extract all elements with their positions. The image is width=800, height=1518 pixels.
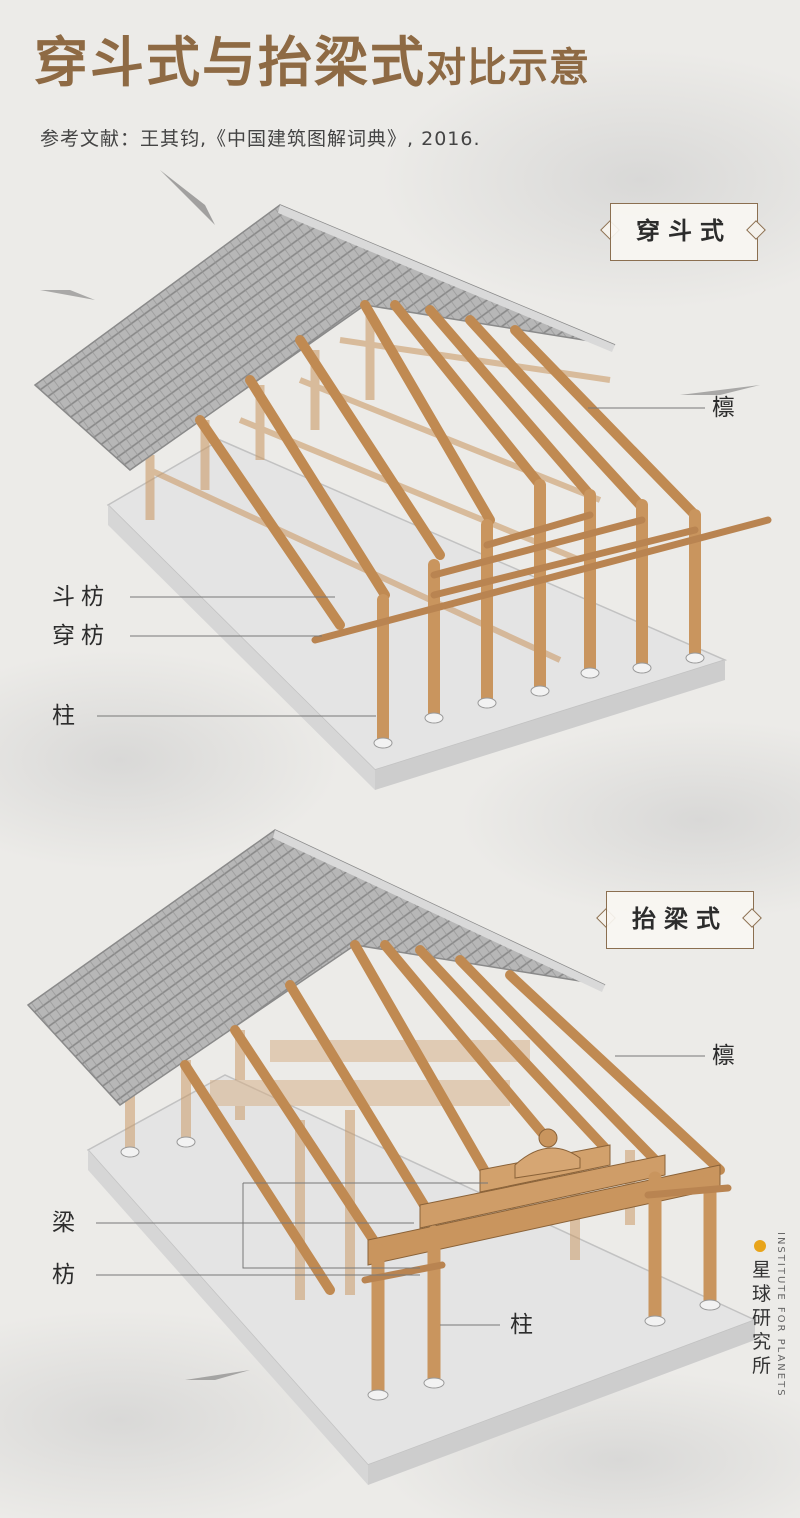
label-liang: 梁 bbox=[52, 1210, 81, 1236]
brand-name: 星球研究所 bbox=[752, 1259, 772, 1377]
chuandou-diagram bbox=[33, 204, 772, 790]
label-zhu-top: 柱 bbox=[52, 703, 81, 729]
brand-dot-icon bbox=[754, 1240, 766, 1252]
brand-english: INSTITUTE FOR PLANETS bbox=[775, 1232, 786, 1398]
label-zhu-bottom: 柱 bbox=[510, 1312, 539, 1338]
roof bbox=[33, 204, 616, 471]
columns bbox=[371, 1171, 717, 1399]
label-lin-bottom: 檩 bbox=[712, 1043, 741, 1069]
ink-wash bbox=[0, 50, 800, 1518]
bottom-leader-lines bbox=[96, 1055, 705, 1326]
column-bases bbox=[120, 1136, 721, 1401]
column-bases bbox=[373, 652, 705, 749]
tag-tailiang: 抬梁式 bbox=[592, 891, 768, 949]
page-title: 穿斗式与抬梁式对比示意 bbox=[34, 36, 590, 90]
columns bbox=[377, 479, 701, 746]
roof bbox=[26, 829, 606, 1106]
title-tail: 对比示意 bbox=[426, 45, 590, 91]
tie-beams bbox=[361, 1184, 732, 1284]
label-doufang: 斗枋 bbox=[52, 584, 110, 610]
label-chuanfang: 穿枋 bbox=[52, 623, 110, 649]
brand-logo: 星球研究所 INSTITUTE FOR PLANETS bbox=[752, 1232, 792, 1512]
label-lin-top: 檩 bbox=[712, 395, 741, 421]
title-main: 穿斗式与抬梁式 bbox=[34, 31, 426, 94]
front-truss bbox=[367, 1128, 721, 1266]
top-leader-lines bbox=[97, 407, 705, 717]
tag-tailiang-text: 抬梁式 bbox=[632, 905, 728, 933]
reference-text: 参考文献：王其钧,《中国建筑图解词典》, 2016. bbox=[40, 128, 481, 150]
purlins bbox=[180, 940, 725, 1295]
label-fang: 枋 bbox=[52, 1262, 81, 1288]
tailiang-diagram bbox=[26, 829, 757, 1485]
tag-chuandou: 穿斗式 bbox=[596, 203, 772, 261]
tie-beams bbox=[311, 511, 772, 644]
purlins bbox=[195, 300, 700, 630]
tag-chuandou-text: 穿斗式 bbox=[636, 217, 732, 245]
